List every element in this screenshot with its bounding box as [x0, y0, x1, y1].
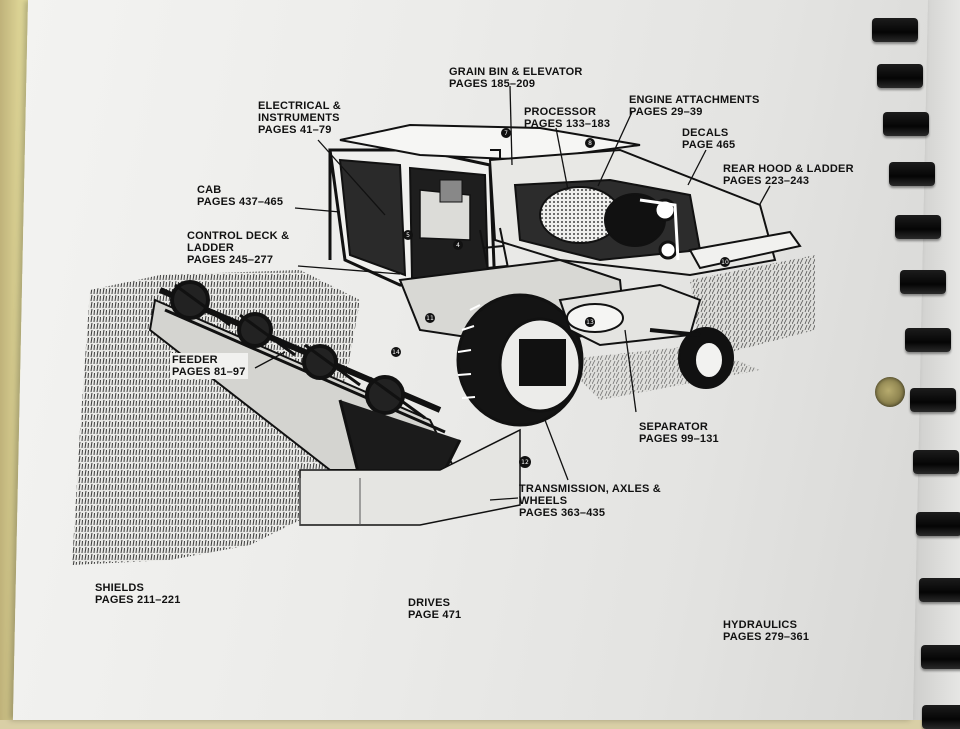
cab-roof [339, 123, 641, 162]
binding-ring [913, 450, 959, 474]
front-drive-wheel [456, 293, 584, 427]
callout-marker: 13 [586, 319, 594, 326]
callout-marker: 5 [406, 232, 410, 239]
binding-ring [910, 388, 956, 412]
punch-hole [875, 377, 905, 407]
callout-marker: 7 [504, 130, 508, 137]
callout-marker: 14 [392, 349, 400, 356]
binding-ring [916, 512, 960, 536]
header-reel [148, 280, 462, 482]
unloading-auger [688, 230, 802, 270]
callout-marker: 4 [456, 242, 460, 249]
callout-marker: 8 [588, 140, 592, 147]
processor-engine [513, 178, 702, 262]
binding-ring [895, 215, 941, 239]
binding-ring [919, 578, 960, 602]
leader-lines [254, 85, 771, 501]
binding-ring [877, 64, 923, 88]
cab [328, 148, 497, 292]
binding-ring [905, 328, 951, 352]
binding-ring [872, 18, 918, 42]
binding-ring [889, 162, 935, 186]
callout-marker: 12 [521, 459, 529, 466]
callout-marker: 11 [426, 315, 434, 322]
binding-ring [921, 645, 960, 669]
rear-wheel [649, 327, 734, 389]
binding-ring [883, 112, 929, 136]
callout-markers: 7 8 5 4 10 11 12 14 13 [391, 128, 730, 468]
callout-marker: 10 [721, 259, 729, 266]
binding-ring [900, 270, 946, 294]
